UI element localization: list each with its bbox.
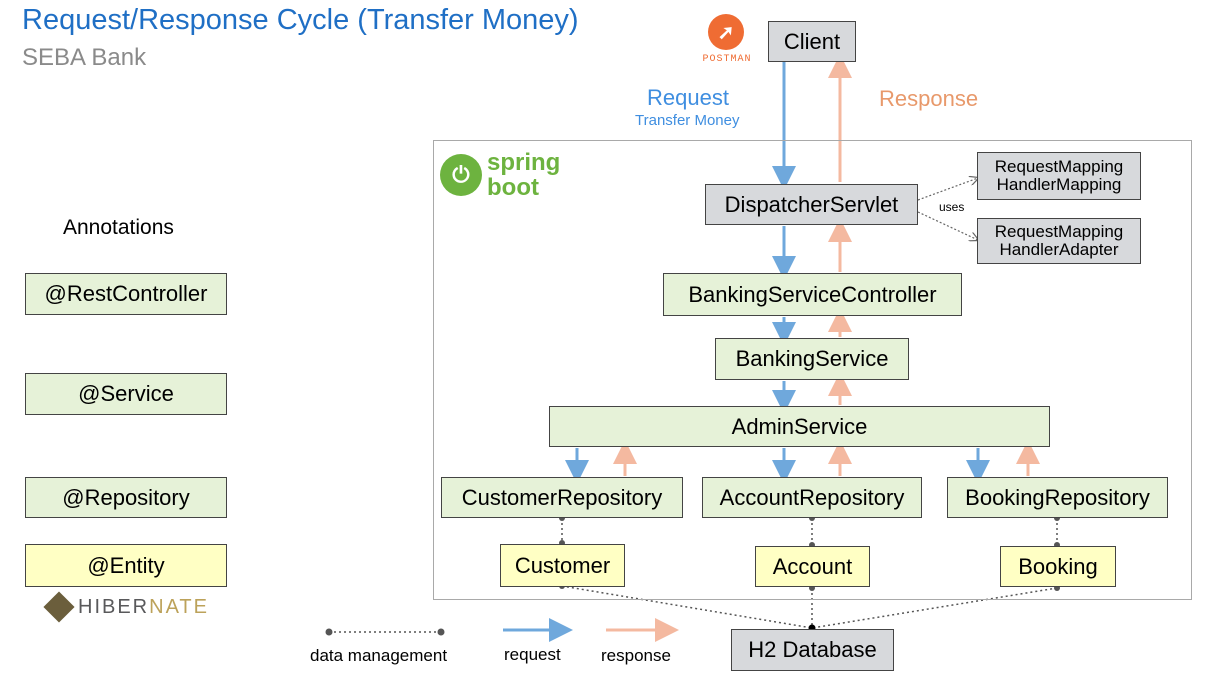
page-title: Request/Response Cycle (Transfer Money) — [22, 4, 579, 36]
annotations-heading: Annotations — [63, 216, 174, 239]
dispatcher-servlet-node: DispatcherServlet — [705, 184, 918, 225]
request-label: Request — [647, 85, 729, 110]
page-subtitle: SEBA Bank — [22, 44, 147, 71]
legend-data-dot-left — [325, 628, 333, 636]
spring-wordmark: spring boot — [487, 150, 560, 200]
spring-boot-container — [433, 140, 1192, 600]
boot-word: boot — [487, 174, 539, 201]
rest-controller-annotation: @RestController — [25, 273, 227, 315]
booking-entity-node: Booking — [1000, 546, 1116, 587]
handler-mapping-line2: HandlerMapping — [996, 175, 1122, 194]
entity-annotation: @Entity — [25, 544, 227, 587]
banking-service-node: BankingService — [715, 338, 909, 380]
spring-word: spring — [487, 149, 561, 176]
customer-repository-node: CustomerRepository — [441, 477, 683, 518]
account-repository-node: AccountRepository — [702, 477, 922, 518]
spring-boot-logo: ⏻ spring boot — [440, 150, 580, 206]
hibernate-logo: HIBERNATE — [43, 591, 209, 623]
client-node: Client — [768, 21, 856, 62]
h2-database-node: H2 Database — [731, 629, 894, 671]
admin-service-node: AdminService — [549, 406, 1050, 447]
legend-request-label: request — [504, 645, 561, 664]
hibernate-wordmark-b: NATE — [149, 595, 209, 618]
handler-mapping-line1: RequestMapping — [994, 157, 1124, 177]
legend-data-dot-right — [437, 628, 445, 636]
response-label: Response — [879, 86, 979, 111]
hibernate-icon — [43, 591, 75, 623]
hibernate-wordmark: HIBERNATE — [78, 596, 209, 619]
customer-entity-node: Customer — [500, 544, 625, 587]
legend-data-management-label: data management — [310, 646, 448, 665]
handler-adapter-node: RequestMapping HandlerAdapter — [977, 218, 1141, 264]
data-link-customer-db — [561, 585, 813, 629]
banking-service-controller-node: BankingServiceController — [663, 273, 962, 316]
postman-wordmark: POSTMAN — [702, 54, 752, 65]
request-sublabel: Transfer Money — [635, 112, 740, 129]
booking-repository-node: BookingRepository — [947, 477, 1168, 518]
uses-label: uses — [939, 200, 965, 214]
hibernate-wordmark-a: HIBER — [78, 595, 150, 618]
handler-adapter-line2: HandlerAdapter — [999, 240, 1119, 259]
repository-annotation: @Repository — [25, 477, 227, 518]
uses-arrow-mapping — [917, 178, 978, 201]
service-annotation: @Service — [25, 373, 227, 415]
postman-rocket-icon: ➚ — [708, 14, 744, 50]
uses-arrow-adapter — [917, 211, 978, 240]
handler-adapter-line1: RequestMapping — [994, 222, 1124, 242]
handler-mapping-node: RequestMapping HandlerMapping — [977, 152, 1141, 200]
postman-logo: ➚ POSTMAN — [698, 14, 756, 68]
account-entity-node: Account — [755, 546, 870, 587]
power-icon: ⏻ — [440, 154, 482, 196]
legend-response-label: response — [601, 646, 671, 665]
data-link-booking-db — [811, 587, 1058, 629]
